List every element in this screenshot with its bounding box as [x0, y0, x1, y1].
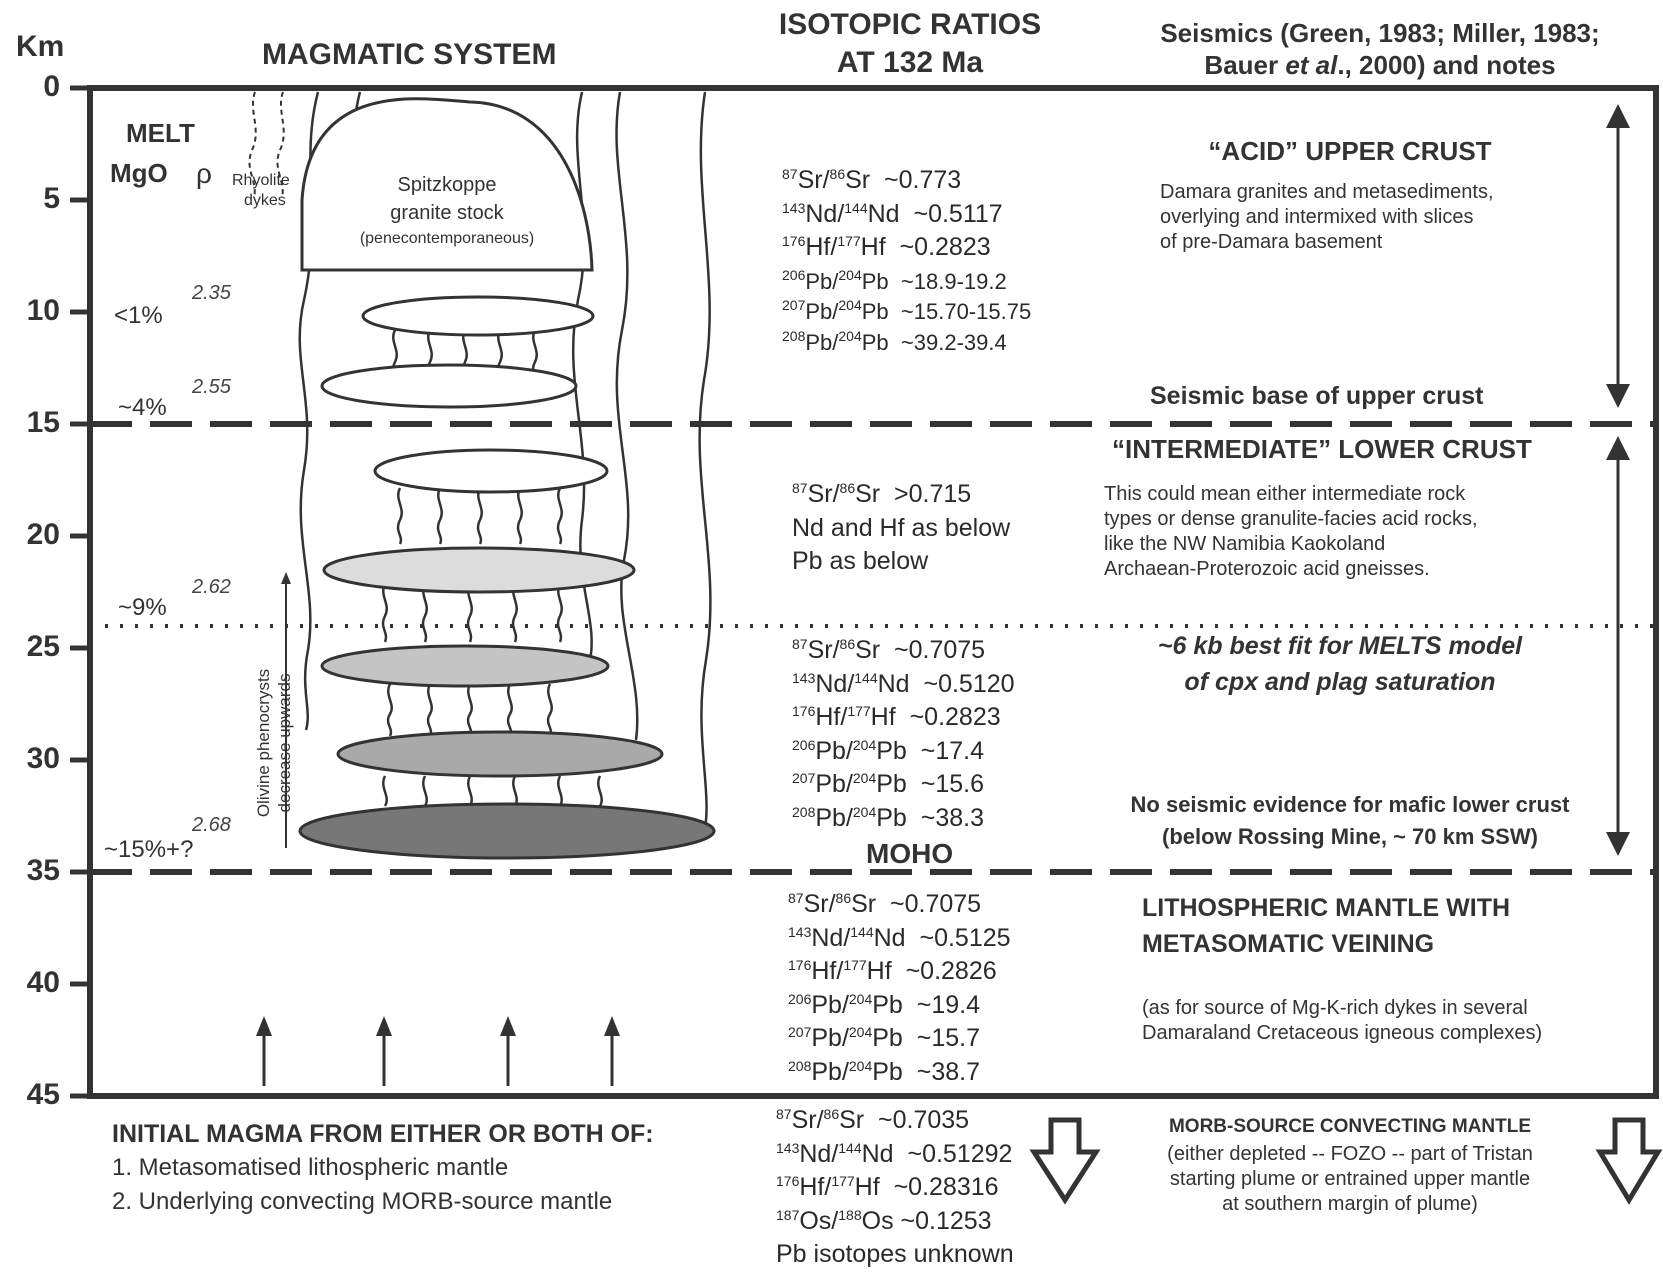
no-seismic-note-1: No seismic evidence for mafic lower crus…	[1080, 792, 1620, 818]
mantle-title-1: LITHOSPHERIC MANTLE WITH	[1142, 894, 1510, 923]
iso-row: 143Nd/144Nd ~0.5120	[792, 668, 1015, 702]
initial-magma-title: INITIAL MAGMA FROM EITHER OR BOTH OF:	[112, 1120, 654, 1149]
iso-row: 176Hf/177Hf ~0.2823	[782, 231, 1031, 265]
sill-1	[363, 297, 593, 335]
iso-lower-block: 87Sr/86Sr ~0.7075 143Nd/144Nd ~0.5120 17…	[792, 634, 1015, 835]
tick-label: 10	[0, 294, 60, 328]
tick-label: 45	[0, 1078, 60, 1112]
initial-item-1: 1. Metasomatised lithospheric mantle	[112, 1154, 508, 1182]
melt-pct: ~9%	[118, 594, 167, 622]
initial-item-2: 2. Underlying convecting MORB-source man…	[112, 1188, 612, 1216]
sill-4	[324, 548, 634, 592]
iso-row: 176Hf/177Hf ~0.2823	[792, 701, 1015, 735]
no-seismic-note-2: (below Rossing Mine, ~ 70 km SSW)	[1080, 824, 1620, 850]
olivine-label: Olivine phenocrysts decrease upwards	[253, 623, 295, 863]
morb-title: MORB-SOURCE CONVECTING MANTLE	[1110, 1116, 1590, 1138]
moho-label: MOHO	[866, 838, 953, 870]
melt-rho: ρ	[196, 158, 212, 190]
iso-row: Pb as below	[792, 545, 1010, 579]
tick-label: 35	[0, 854, 60, 888]
iso-row: 143Nd/144Nd ~0.5125	[788, 922, 1011, 956]
header-seismics-2: Bauer et al., 2000) and notes	[1110, 50, 1650, 81]
header-isotopic-1: ISOTOPIC RATIOS	[740, 8, 1080, 42]
iso-row: 143Nd/144Nd ~0.5117	[782, 198, 1031, 232]
rhyolite-label: Rhyolite	[232, 172, 290, 190]
header-isotopic-2: AT 132 Ma	[740, 46, 1080, 80]
axis-unit: Km	[16, 30, 64, 64]
tick-label: 40	[0, 966, 60, 1000]
iso-row: 176Hf/177Hf ~0.2826	[788, 955, 1011, 989]
upper-crust-note: Damara granites and metasediments, overl…	[1160, 180, 1494, 255]
down-arrow-left	[1034, 1120, 1096, 1200]
iso-row: 87Sr/86Sr ~0.7035	[776, 1104, 1014, 1138]
melt-density: 2.62	[192, 576, 231, 599]
iso-row: 206Pb/204Pb ~18.9-19.2	[782, 265, 1031, 299]
iso-row: Nd and Hf as below	[792, 512, 1010, 546]
morb-note: (either depleted -- FOZO -- part of Tris…	[1110, 1142, 1590, 1217]
header-magmatic-system: MAGMATIC SYSTEM	[262, 38, 556, 72]
dykes-label: dykes	[244, 192, 286, 210]
lower-crust-title: “INTERMEDIATE” LOWER CRUST	[1112, 434, 1532, 465]
melt-density: 2.35	[192, 282, 231, 305]
iso-row: 207Pb/204Pb ~15.70-15.75	[782, 298, 1031, 326]
iso-row: 87Sr/86Sr ~0.7075	[788, 888, 1011, 922]
sill-6	[338, 732, 662, 776]
sill-7	[300, 804, 714, 858]
iso-intermediate-block: 87Sr/86Sr >0.715 Nd and Hf as below Pb a…	[792, 478, 1010, 579]
tick-label: 15	[0, 406, 60, 440]
sill-2	[322, 365, 576, 407]
iso-row: 206Pb/204Pb ~19.4	[788, 989, 1011, 1023]
sill-3	[375, 450, 607, 492]
sill-5	[322, 646, 608, 686]
iso-row: Pb isotopes unknown	[776, 1238, 1014, 1272]
iso-row: 187Os/188Os ~0.1253	[776, 1205, 1014, 1239]
melt-density: 2.55	[192, 376, 231, 399]
iso-row: 143Nd/144Nd ~0.51292	[776, 1138, 1014, 1172]
melts-note-1: ~6 kb best fit for MELTS model	[1080, 632, 1600, 661]
tick-label: 30	[0, 742, 60, 776]
melt-density: 2.68	[192, 814, 231, 837]
upper-crust-range-arrow	[1606, 104, 1630, 408]
seismic-base-label: Seismic base of upper crust	[1150, 382, 1483, 411]
stock-label-1: Spitzkoppe	[302, 174, 592, 197]
iso-row: 208Pb/204Pb ~38.7	[788, 1056, 1011, 1090]
tick-label: 20	[0, 518, 60, 552]
mantle-up-arrows	[256, 1016, 620, 1086]
iso-morb-block: 87Sr/86Sr ~0.7035 143Nd/144Nd ~0.51292 1…	[776, 1104, 1014, 1272]
tick-label: 0	[0, 70, 60, 104]
iso-row: 208Pb/204Pb ~39.2-39.4	[782, 326, 1031, 360]
iso-row: 206Pb/204Pb ~17.4	[792, 735, 1015, 769]
upper-crust-title: “ACID” UPPER CRUST	[1160, 136, 1540, 167]
stock-label-2: granite stock	[302, 202, 592, 225]
mantle-title-2: METASOMATIC VEINING	[1142, 930, 1434, 959]
mantle-note: (as for source of Mg-K-rich dykes in sev…	[1142, 996, 1542, 1046]
iso-row: 208Pb/204Pb ~38.3	[792, 802, 1015, 836]
iso-row: 87Sr/86Sr >0.715	[792, 478, 1010, 512]
tick-label: 5	[0, 182, 60, 216]
lower-crust-note: This could mean either intermediate rock…	[1104, 482, 1478, 582]
tick-label: 25	[0, 630, 60, 664]
iso-row: 207Pb/204Pb ~15.7	[788, 1022, 1011, 1056]
header-seismics-1: Seismics (Green, 1983; Miller, 1983;	[1110, 18, 1650, 49]
melt-title: MELT	[126, 118, 195, 149]
melts-note-2: of cpx and plag saturation	[1080, 668, 1600, 697]
olivine-arrow-head	[281, 572, 291, 584]
melt-pct: ~4%	[118, 394, 167, 422]
iso-row: 87Sr/86Sr ~0.773	[782, 164, 1031, 198]
melt-pct: ~15%+?	[104, 836, 193, 864]
melt-pct: <1%	[114, 302, 163, 330]
down-arrow-right	[1600, 1120, 1658, 1200]
iso-upper-block: 87Sr/86Sr ~0.773 143Nd/144Nd ~0.5117 176…	[782, 164, 1031, 360]
iso-row: 87Sr/86Sr ~0.7075	[792, 634, 1015, 668]
melt-mgo: MgO	[110, 158, 168, 189]
iso-row: 176Hf/177Hf ~0.28316	[776, 1171, 1014, 1205]
iso-mantle-block: 87Sr/86Sr ~0.7075 143Nd/144Nd ~0.5125 17…	[788, 888, 1011, 1089]
stock-label-3: (penecontemporaneous)	[302, 230, 592, 248]
iso-row: 207Pb/204Pb ~15.6	[792, 768, 1015, 802]
